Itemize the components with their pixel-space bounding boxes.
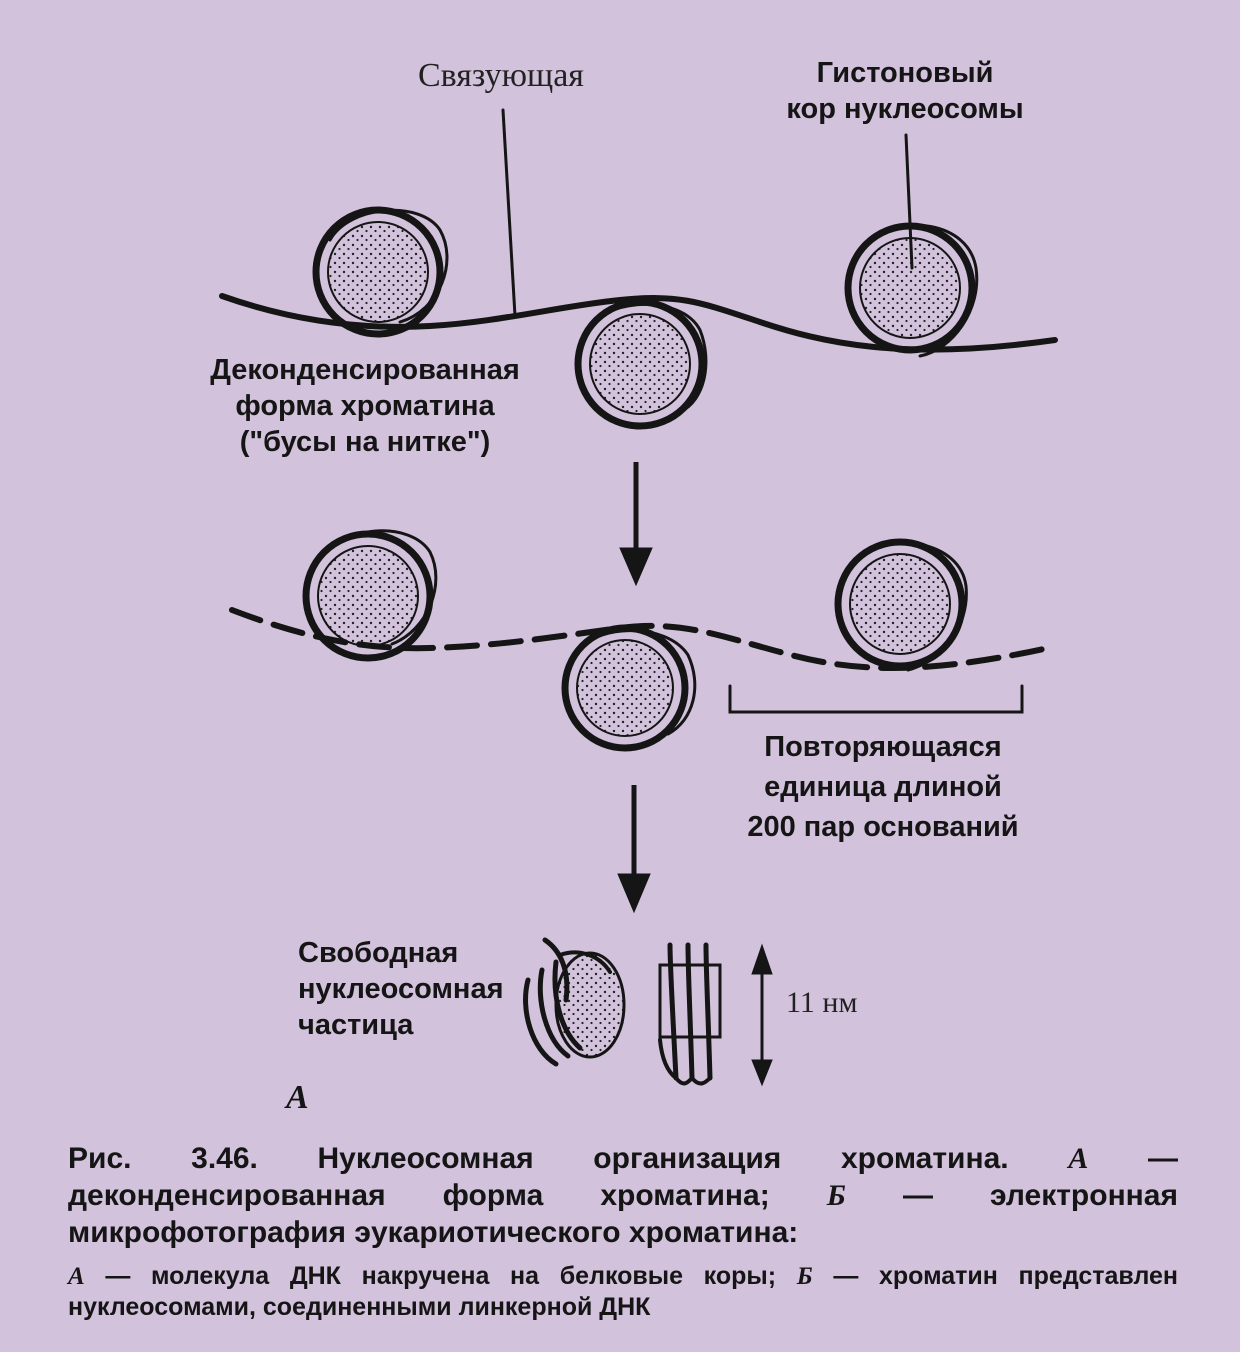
- caption-main: Рис. 3.46. Нуклеосомная организация хром…: [68, 1140, 1178, 1251]
- size-double-arrow: [751, 943, 773, 1087]
- label-size: 11 нм: [786, 986, 858, 1019]
- repeat-bracket: [728, 684, 1024, 714]
- note-b-text: — хроматин представлен нуклеосомами, сое…: [68, 1262, 1179, 1321]
- free-nucleosome-side: [658, 942, 722, 1086]
- label-histone-core-line1: Гистоновый: [816, 57, 994, 89]
- nucleosome-2: [574, 298, 708, 430]
- arrow-down-2: [617, 785, 651, 914]
- nucleosome-1: [312, 206, 449, 338]
- panel-letter: А: [286, 1079, 309, 1116]
- label-decondensed-line3: ("бусы на нитке"): [239, 426, 491, 458]
- label-linker: Связующая: [418, 57, 584, 94]
- pointer-linker: [501, 108, 517, 318]
- free-nucleosome-face: [523, 937, 626, 1067]
- row-repeating-unit: [229, 529, 1051, 752]
- note-a-letter: А: [68, 1263, 85, 1290]
- label-repeating-line2: единица длиной: [764, 771, 1002, 803]
- caption-a-text: — деконденсированная форма хроматина;: [68, 1142, 1178, 1212]
- label-free-line1: Свободная: [298, 937, 459, 969]
- label-free-particle: Свободная нуклеосомная частица: [298, 935, 504, 1043]
- row-free-particle: [523, 937, 773, 1087]
- dna-strand-row1: [219, 293, 1058, 353]
- nucleosome-4: [302, 529, 438, 662]
- label-free-line3: частица: [298, 1009, 414, 1041]
- label-repeating-unit: Повторяющаяся единица длиной 200 пар осн…: [728, 727, 1038, 847]
- caption-note: А — молекула ДНК накручена на белковые к…: [68, 1261, 1178, 1323]
- figure-caption: Рис. 3.46. Нуклеосомная организация хром…: [68, 1140, 1178, 1323]
- note-a-text: — молекула ДНК накручена на белковые кор…: [105, 1262, 777, 1290]
- label-histone-core-line2: кор нуклеосомы: [786, 93, 1024, 125]
- caption-b-text: — электронная микрофотография эукариотич…: [68, 1179, 1178, 1249]
- caption-prefix: Рис. 3.46. Нуклеосомная организация хром…: [68, 1142, 1009, 1175]
- label-decondensed-line2: форма хроматина: [235, 390, 495, 422]
- arrow-down-1: [619, 462, 653, 587]
- label-repeating-line1: Повторяющаяся: [764, 731, 1002, 763]
- label-free-line2: нуклеосомная: [298, 973, 504, 1005]
- caption-a-letter: А: [1068, 1142, 1089, 1175]
- label-histone-core: Гистоновый кор нуклеосомы: [780, 55, 1030, 127]
- label-decondensed: Деконденсированная форма хроматина ("бус…: [195, 352, 535, 460]
- nucleosome-6: [834, 538, 968, 672]
- row-beads-on-string: [219, 108, 1058, 430]
- pointer-core: [904, 133, 914, 270]
- label-repeating-line3: 200 пар оснований: [747, 811, 1019, 843]
- note-b-letter: Б: [796, 1263, 813, 1290]
- caption-b-letter: Б: [826, 1179, 846, 1212]
- nucleosome-5: [561, 624, 697, 752]
- label-decondensed-line1: Деконденсированная: [210, 354, 520, 386]
